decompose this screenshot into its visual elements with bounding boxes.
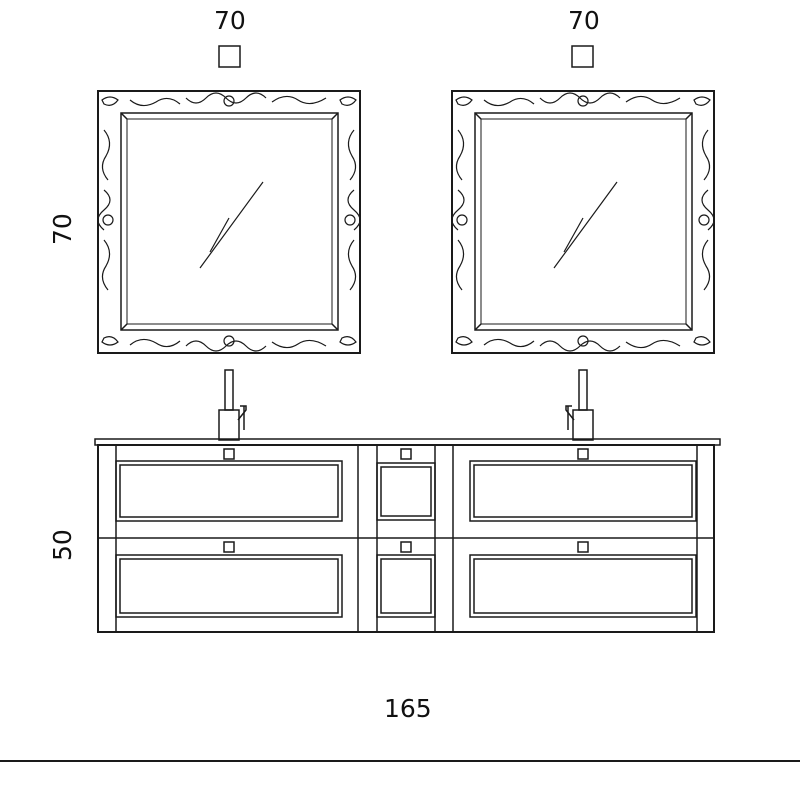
drawer-handle-icon bbox=[400, 448, 412, 460]
drawer-handle-icon bbox=[400, 541, 412, 553]
mirror-right-width-label: 70 bbox=[568, 6, 600, 35]
drawer-center-top bbox=[376, 462, 436, 521]
drawer-handle-icon bbox=[577, 448, 589, 460]
faucet-left-icon bbox=[218, 369, 247, 441]
mirror-left-width-label: 70 bbox=[214, 6, 246, 35]
drawer-center-bottom bbox=[376, 554, 436, 618]
mirror-right bbox=[451, 90, 715, 354]
drawer-handle-icon bbox=[223, 541, 235, 553]
drawer-right-top bbox=[469, 460, 697, 522]
drawer-handle-icon bbox=[223, 448, 235, 460]
mirror-right-ornament-icon bbox=[451, 92, 715, 352]
drawer-left-top bbox=[115, 460, 343, 522]
vanity-cabinet bbox=[97, 444, 715, 633]
drawer-handle-icon bbox=[577, 541, 589, 553]
mirror-left bbox=[97, 90, 361, 354]
mirror-left-ornament-icon bbox=[97, 92, 361, 352]
faucet-right-icon bbox=[565, 369, 594, 441]
total-width-label: 165 bbox=[384, 694, 432, 723]
drawer-right-bottom bbox=[469, 554, 697, 618]
mirror-right-marker-icon bbox=[571, 45, 594, 68]
mirror-left-marker-icon bbox=[218, 45, 241, 68]
drawer-left-bottom bbox=[115, 554, 343, 618]
